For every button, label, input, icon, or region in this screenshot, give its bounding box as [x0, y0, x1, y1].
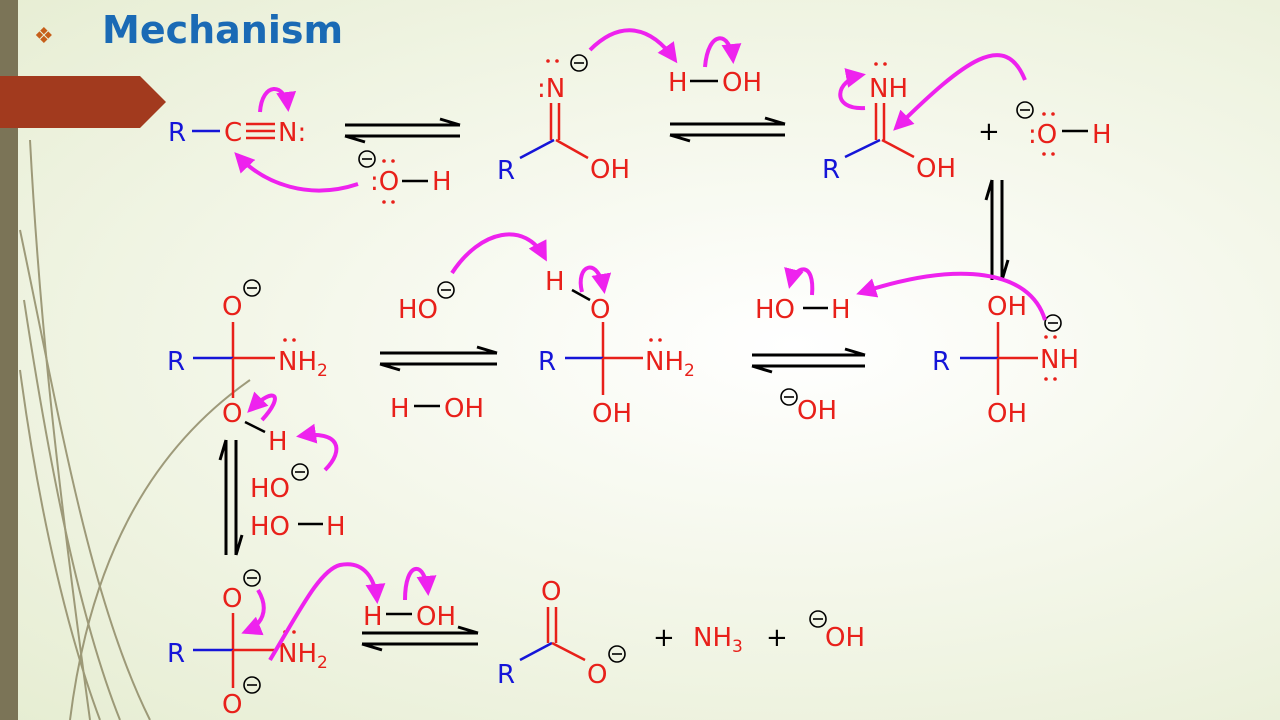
- equilibrium-arrow: [669, 116, 786, 143]
- atom-R: R: [497, 660, 515, 690]
- hydroxide-ion: OH: [780, 388, 837, 426]
- atom-O: O: [222, 292, 242, 322]
- hydroxide-O: :O: [370, 167, 399, 197]
- water-H: H: [390, 394, 410, 424]
- hydroxide-HO: HO: [398, 295, 438, 325]
- water-molecule: H OH: [363, 602, 456, 632]
- atom-R: R: [497, 156, 515, 186]
- equilibrium-arrow: [379, 345, 498, 372]
- electron-arrow: [258, 87, 297, 113]
- molecule-tetrahedral-dianion: O R NH2 O: [167, 569, 328, 720]
- water-molecule: HO H: [250, 512, 346, 542]
- atom-H: H: [545, 267, 565, 297]
- electron-arrow: [856, 271, 1047, 321]
- equilibrium-arrow: [218, 439, 244, 556]
- electron-arrow: [268, 562, 386, 662]
- atom-NH: NH: [869, 74, 908, 104]
- atom-OH: OH: [987, 292, 1027, 322]
- water-H: H: [363, 602, 383, 632]
- water-molecule: HO H: [755, 295, 851, 325]
- atom-O: O: [590, 295, 610, 325]
- electron-arrow: [703, 36, 742, 68]
- water-molecule: H OH: [668, 68, 762, 98]
- atom-O: O: [222, 584, 242, 614]
- hydroxide-ion: HO: [250, 463, 309, 504]
- atom-OH: OH: [987, 399, 1027, 429]
- plus-sign: +: [978, 117, 1000, 147]
- molecule-imidate-anion: :N R OH: [497, 54, 630, 186]
- atom-NH2: NH2: [645, 347, 695, 381]
- electron-arrow: [247, 391, 277, 422]
- atom-R: R: [822, 155, 840, 185]
- molecule-carboxylate: O R O: [497, 577, 626, 690]
- hydroxide-ion: :O H: [1016, 101, 1112, 156]
- ammonia: NH3: [693, 623, 743, 657]
- hydroxide-OH: OH: [825, 623, 865, 653]
- electron-arrow: [234, 152, 359, 193]
- water-H: H: [831, 295, 851, 325]
- electron-arrow: [893, 53, 1027, 131]
- atom-R: R: [932, 347, 950, 377]
- water-OH: OH: [444, 394, 484, 424]
- hydroxide-HO: HO: [250, 474, 290, 504]
- atom-R: R: [538, 347, 556, 377]
- atom-OH: OH: [590, 155, 630, 185]
- plus-sign: +: [653, 623, 675, 653]
- electron-arrow: [450, 232, 547, 275]
- equilibrium-arrow: [344, 117, 461, 144]
- hydroxide-H: H: [432, 167, 452, 197]
- hydroxide-OH: OH: [797, 396, 837, 426]
- equilibrium-arrow: [984, 179, 1010, 281]
- atom-O: O: [587, 660, 607, 690]
- hydroxide-H: H: [1092, 120, 1112, 150]
- electron-arrow: [784, 267, 815, 296]
- water-OH: OH: [416, 602, 456, 632]
- water-molecule: H OH: [390, 394, 484, 424]
- atom-OH: OH: [592, 399, 632, 429]
- atom-NH: NH: [1040, 345, 1079, 375]
- equilibrium-arrow: [361, 625, 479, 652]
- bullet-icon: ❖: [34, 24, 54, 49]
- equilibrium-arrow: [751, 347, 866, 374]
- atom-O: O: [541, 577, 561, 607]
- atom-R: R: [167, 347, 185, 377]
- molecule-tetrahedral-intermediate: H O R NH2 OH: [538, 267, 695, 429]
- title-banner-shape: [0, 76, 166, 128]
- atom-N: :N: [537, 74, 565, 104]
- electron-arrow: [241, 588, 266, 636]
- water-H: H: [326, 512, 346, 542]
- electron-arrow: [403, 567, 437, 601]
- atom-R: R: [167, 639, 185, 669]
- water-H: H: [668, 68, 688, 98]
- hydroxide-ion: HO: [398, 281, 455, 325]
- electron-arrow: [588, 28, 678, 64]
- molecule-tetrahedral-oxyanion: O R NH2 O H: [167, 279, 328, 457]
- molecule-tetrahedral-amide-anion: OH R NH OH: [932, 292, 1079, 429]
- atom-H: H: [268, 427, 288, 457]
- decorative-swoosh: [19, 139, 251, 720]
- atom-N: N:: [278, 118, 306, 148]
- hydroxide-ion: OH: [809, 610, 865, 653]
- hydroxide-O: :O: [1028, 120, 1057, 150]
- water-HO: HO: [755, 295, 795, 325]
- plus-sign: +: [766, 623, 788, 653]
- electron-arrow: [296, 423, 339, 472]
- molecule-nitrile: R C N:: [168, 118, 306, 148]
- electron-arrow: [838, 68, 866, 111]
- atom-O: O: [222, 399, 242, 429]
- atom-O: O: [222, 690, 242, 720]
- water-HO: HO: [250, 512, 290, 542]
- atom-OH: OH: [916, 154, 956, 184]
- slide-title: Mechanism: [102, 8, 344, 52]
- atom-NH2: NH2: [278, 347, 328, 381]
- atom-C: C: [224, 118, 242, 148]
- hydroxide-ion: :O H: [358, 150, 452, 204]
- atom-R: R: [168, 118, 186, 148]
- molecule-imidic-acid: NH R OH: [822, 62, 956, 185]
- electron-arrow: [578, 265, 612, 294]
- left-accent-bar: [0, 0, 18, 720]
- atom-NH2: NH2: [278, 639, 328, 673]
- water-OH: OH: [722, 68, 762, 98]
